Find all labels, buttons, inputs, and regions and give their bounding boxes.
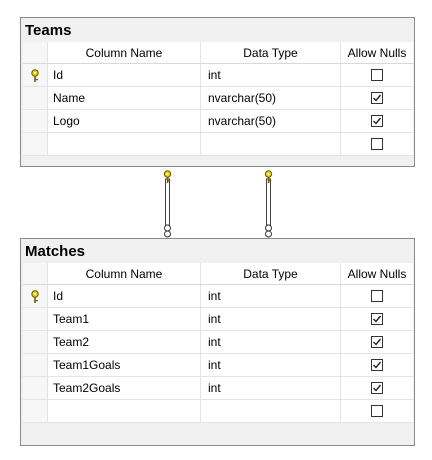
infinity-icon bbox=[164, 224, 171, 238]
allow-nulls-cell bbox=[341, 87, 413, 109]
allow-nulls-checkbox-checked[interactable] bbox=[371, 336, 383, 348]
checkmark-icon bbox=[373, 338, 382, 346]
allow-nulls-checkbox-checked[interactable] bbox=[371, 313, 383, 325]
column-name-cell[interactable] bbox=[48, 133, 201, 155]
allow-nulls-cell bbox=[341, 64, 413, 86]
grid-header: Column Name Data Type Allow Nulls bbox=[23, 42, 413, 64]
row-selector[interactable] bbox=[23, 354, 48, 376]
row-selector-header bbox=[23, 42, 48, 63]
column-name-cell[interactable]: Name bbox=[48, 87, 201, 109]
column-name-cell[interactable]: Id bbox=[48, 285, 201, 307]
data-type-cell[interactable]: int bbox=[201, 285, 341, 307]
allow-nulls-checkbox[interactable] bbox=[371, 290, 383, 302]
table-row[interactable] bbox=[23, 133, 413, 156]
checkmark-icon bbox=[373, 117, 382, 125]
data-type-header: Data Type bbox=[201, 42, 341, 63]
relationship-line-team2[interactable] bbox=[264, 170, 273, 238]
allow-nulls-checkbox-checked[interactable] bbox=[371, 92, 383, 104]
row-selector[interactable] bbox=[23, 110, 48, 132]
data-type-cell[interactable]: int bbox=[201, 354, 341, 376]
key-icon bbox=[264, 170, 273, 183]
allow-nulls-cell bbox=[341, 354, 413, 376]
column-name-cell[interactable]: Team2 bbox=[48, 331, 201, 353]
row-selector[interactable] bbox=[23, 64, 48, 86]
row-selector-header bbox=[23, 263, 48, 284]
allow-nulls-cell bbox=[341, 377, 413, 399]
allow-nulls-checkbox[interactable] bbox=[371, 405, 383, 417]
row-selector[interactable] bbox=[23, 400, 48, 422]
primary-key-icon bbox=[31, 290, 39, 303]
table-title: Teams bbox=[21, 18, 414, 42]
data-type-cell[interactable]: int bbox=[201, 308, 341, 330]
allow-nulls-header: Allow Nulls bbox=[347, 267, 407, 281]
data-type-cell[interactable]: int bbox=[201, 377, 341, 399]
row-selector[interactable] bbox=[23, 87, 48, 109]
data-type-cell[interactable]: int bbox=[201, 64, 341, 86]
checkmark-icon bbox=[373, 94, 382, 102]
column-name-cell[interactable]: Id bbox=[48, 64, 201, 86]
row-selector[interactable] bbox=[23, 331, 48, 353]
column-name-cell[interactable]: Team2Goals bbox=[48, 377, 201, 399]
checkmark-icon bbox=[373, 384, 382, 392]
allow-nulls-cell bbox=[341, 331, 413, 353]
allow-nulls-cell bbox=[341, 285, 413, 307]
relationship-line-team1[interactable] bbox=[163, 170, 172, 238]
key-icon bbox=[163, 170, 172, 183]
data-type-cell[interactable]: int bbox=[201, 331, 341, 353]
allow-nulls-cell bbox=[341, 133, 413, 155]
data-type-cell[interactable] bbox=[201, 133, 341, 155]
row-selector[interactable] bbox=[23, 133, 48, 155]
row-selector[interactable] bbox=[23, 308, 48, 330]
column-name-cell[interactable]: Logo bbox=[48, 110, 201, 132]
relationship-lines bbox=[163, 170, 273, 238]
allow-nulls-checkbox[interactable] bbox=[371, 138, 383, 150]
allow-nulls-cell bbox=[341, 400, 413, 422]
row-selector[interactable] bbox=[23, 285, 48, 307]
data-type-cell[interactable]: nvarchar(50) bbox=[201, 110, 341, 132]
column-name-header: Column Name bbox=[48, 42, 201, 63]
column-name-cell[interactable]: Team1Goals bbox=[48, 354, 201, 376]
allow-nulls-cell bbox=[341, 308, 413, 330]
allow-nulls-checkbox-checked[interactable] bbox=[371, 115, 383, 127]
allow-nulls-header: Allow Nulls bbox=[347, 46, 407, 60]
teams-table[interactable]: Teams Column Name Data Type Allow Nulls … bbox=[20, 17, 415, 167]
data-type-header: Data Type bbox=[201, 263, 341, 284]
table-row[interactable] bbox=[23, 400, 413, 423]
grid-header: Column Name Data Type Allow Nulls bbox=[23, 263, 413, 285]
allow-nulls-checkbox-checked[interactable] bbox=[371, 382, 383, 394]
checkmark-icon bbox=[373, 315, 382, 323]
table-title: Matches bbox=[21, 239, 414, 263]
column-name-header: Column Name bbox=[48, 263, 201, 284]
column-name-cell[interactable]: Team1 bbox=[48, 308, 201, 330]
allow-nulls-checkbox-checked[interactable] bbox=[371, 359, 383, 371]
data-type-cell[interactable]: nvarchar(50) bbox=[201, 87, 341, 109]
primary-key-icon bbox=[31, 69, 39, 82]
allow-nulls-checkbox[interactable] bbox=[371, 69, 383, 81]
checkmark-icon bbox=[373, 361, 382, 369]
data-type-cell[interactable] bbox=[201, 400, 341, 422]
allow-nulls-cell bbox=[341, 110, 413, 132]
infinity-icon bbox=[265, 224, 272, 238]
column-name-cell[interactable] bbox=[48, 400, 201, 422]
matches-table[interactable]: Matches Column Name Data Type Allow Null… bbox=[20, 238, 415, 446]
row-selector[interactable] bbox=[23, 377, 48, 399]
